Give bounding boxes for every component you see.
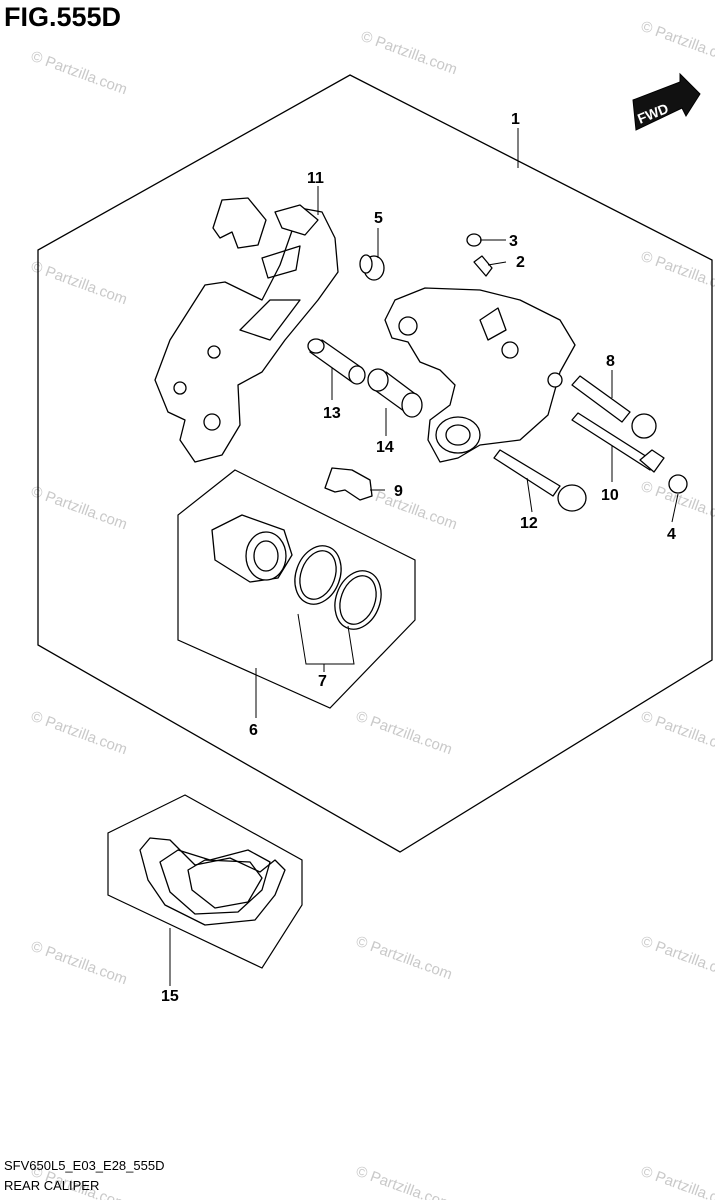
watermark: © Partzilla.com xyxy=(354,933,455,984)
watermark: © Partzilla.com xyxy=(639,18,715,69)
piston-kit-outline xyxy=(177,469,416,709)
watermark: © Partzilla.com xyxy=(639,708,715,759)
pad-pin-part xyxy=(571,412,665,473)
watermark: © Partzilla.com xyxy=(29,258,130,309)
pad-spring-part xyxy=(212,197,373,501)
callout-5[interactable]: 5 xyxy=(374,210,383,227)
callout-9[interactable]: 9 xyxy=(394,483,403,500)
callout-8[interactable]: 8 xyxy=(606,353,615,370)
callout-12[interactable]: 12 xyxy=(520,515,538,532)
watermark: © Partzilla.com xyxy=(639,1163,715,1200)
watermark: © Partzilla.com xyxy=(29,938,130,989)
bleeder-cap-part xyxy=(466,233,482,247)
watermark: © Partzilla.com xyxy=(29,483,130,534)
callouts: 1 2 3 4 5 6 7 8 9 10 11 12 13 14 15 xyxy=(161,111,676,1005)
brake-pad-outline xyxy=(107,794,303,969)
assembly-outline xyxy=(37,74,713,853)
slide-pin-part xyxy=(307,338,366,385)
caliper-bracket-part xyxy=(154,204,339,463)
boot-part xyxy=(359,254,385,281)
callout-15[interactable]: 15 xyxy=(161,988,179,1005)
fwd-arrow-icon: FWD xyxy=(632,72,701,131)
watermark: © Partzilla.com xyxy=(354,708,455,759)
callout-2[interactable]: 2 xyxy=(516,254,525,271)
callout-1[interactable]: 1 xyxy=(511,111,520,128)
callout-13[interactable]: 13 xyxy=(323,405,341,422)
caliper-body-part xyxy=(384,287,576,463)
watermark: © Partzilla.com xyxy=(29,48,130,99)
watermark: © Partzilla.com xyxy=(354,1163,455,1200)
plug-part xyxy=(668,474,688,494)
brake-pads-part xyxy=(139,837,286,926)
bleeder-valve-part xyxy=(473,255,493,277)
callout-4[interactable]: 4 xyxy=(667,526,676,543)
callout-6[interactable]: 6 xyxy=(249,722,258,739)
bolt-12-part xyxy=(493,449,587,512)
pin-boot-part xyxy=(367,368,423,418)
figure-code: SFV650L5_E03_E28_555D xyxy=(4,1158,165,1173)
callout-7[interactable]: 7 xyxy=(318,673,327,690)
figure-name: REAR CALIPER xyxy=(4,1178,100,1193)
piston-part xyxy=(211,514,293,583)
bolt-8-part xyxy=(571,375,657,439)
callout-3[interactable]: 3 xyxy=(509,233,518,250)
leader-lines xyxy=(169,128,679,986)
watermark: © Partzilla.com xyxy=(29,708,130,759)
watermarks: © Partzilla.com © Partzilla.com © Partzi… xyxy=(29,18,715,1200)
piston-seal-part xyxy=(294,545,382,630)
watermark: © Partzilla.com xyxy=(639,933,715,984)
callout-11[interactable]: 11 xyxy=(307,170,324,187)
watermark: © Partzilla.com xyxy=(359,28,460,79)
callout-10[interactable]: 10 xyxy=(601,487,619,504)
figure-title: FIG.555D xyxy=(4,2,122,32)
callout-14[interactable]: 14 xyxy=(376,439,394,456)
